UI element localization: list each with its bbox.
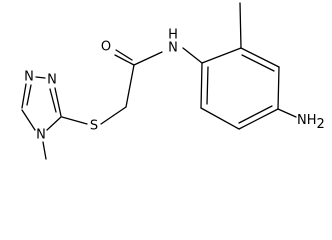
bond-ch2-c bbox=[125, 64, 135, 108]
ring-bond-6 bbox=[200, 62, 203, 109]
amine-subscript: 2 bbox=[317, 117, 325, 132]
carbonyl-oxygen-label: O bbox=[101, 40, 111, 55]
ring-bond-3 bbox=[277, 66, 280, 110]
bond-s-ch2 bbox=[100, 106, 127, 125]
bond-c-o bbox=[114, 54, 135, 66]
amine-nh-text: NH bbox=[297, 113, 317, 128]
sulfur-label: S bbox=[90, 119, 98, 134]
ring-bond-4 bbox=[238, 108, 279, 130]
ring-bond-5 bbox=[200, 107, 240, 130]
bond-c3-s bbox=[61, 116, 88, 125]
bond-ring-methyl bbox=[239, 2, 242, 49]
ring-bond-1 bbox=[201, 47, 242, 64]
bond-c-n bbox=[133, 51, 163, 66]
amine-label: NH2 bbox=[297, 113, 325, 132]
ring-bond-6-double bbox=[206, 66, 209, 105]
bond-n2-c3-double bbox=[49, 88, 57, 113]
bond-n4-methyl bbox=[42, 141, 47, 160]
ring-bond-2-double bbox=[241, 54, 275, 72]
triazole-n1-label: N bbox=[24, 70, 34, 85]
chemical-structure: N N N S O N H NH2 bbox=[21, 2, 325, 160]
bond-ring-nh2 bbox=[277, 108, 297, 118]
ring-bond-2 bbox=[240, 47, 280, 68]
ring-bond-4-double bbox=[238, 105, 273, 124]
bond-n2-c3 bbox=[54, 87, 62, 117]
bond-n-ring bbox=[182, 47, 203, 64]
bond-c5-n1-double bbox=[26, 84, 32, 106]
bond-n1-n2 bbox=[35, 76, 46, 79]
triazole-n2-label: N bbox=[47, 73, 57, 88]
amide-n-label: N bbox=[168, 41, 178, 56]
bond-c-o-double bbox=[115, 49, 133, 61]
amide-h-label: H bbox=[168, 28, 178, 43]
bond-c5-n1 bbox=[21, 83, 27, 109]
bond-c3-n4 bbox=[46, 116, 62, 131]
triazole-n4-label: N bbox=[36, 128, 46, 143]
bond-n4-c5 bbox=[21, 109, 36, 131]
